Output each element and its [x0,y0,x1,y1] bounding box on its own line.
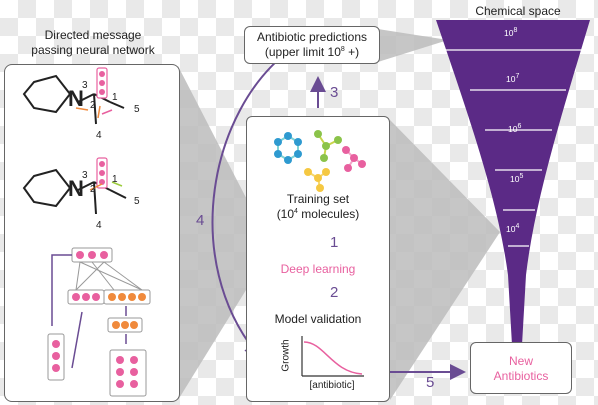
mol2-N: N [68,176,84,201]
deep-learning-label: Deep learning [280,262,356,276]
mol1-num-4: 4 [96,130,102,141]
mol1-num-3: 3 [82,80,88,91]
step-4: 4 [196,212,205,229]
step-5: 5 [426,374,435,391]
funnel-level-2: 107 [506,73,520,84]
funnel-level-5: 104 [506,223,520,234]
arrow-4 [211,49,291,359]
new-antibiotics-label: New Antibiotics [493,354,549,383]
mol2-num-3: 3 [82,170,88,181]
step-2: 2 [330,284,339,301]
dmpnn-panel [4,64,180,402]
antibiotic-axis-label: [antibiotic] [309,380,355,391]
connector-top [378,29,448,62]
step-3: 3 [330,84,339,101]
mol1-N: N [68,86,84,111]
mol2-num-1: 1 [112,174,118,185]
funnel-level-3: 106 [508,123,522,134]
chemical-space-funnel [436,20,590,345]
mol1-num-2: 2 [90,100,96,111]
mol1-num-1: 1 [112,92,118,103]
step-1: 1 [330,234,339,251]
chemical-space-title: Chemical space [475,4,561,18]
predictions-label: Antibiotic predictions (upper limit 108 … [256,30,368,59]
center-panel [246,116,390,402]
mol2-num-5: 5 [134,196,140,207]
growth-axis-label: Growth [280,339,292,372]
funnel-level-1: 108 [504,27,518,38]
connector-right [390,120,500,400]
molecule-graphics [22,67,151,397]
mol1-num-5: 5 [134,104,140,115]
connector-left [178,66,272,400]
mol2-num-4: 4 [96,220,102,231]
new-antibiotics-box [470,342,572,394]
molecules-cluster-icon [274,130,366,192]
dmpnn-title: Directed message passing neural network [31,28,155,57]
model-validation-label: Model validation [274,312,362,326]
growth-curve-plot [301,336,364,377]
growth-curve [303,341,363,375]
predictions-box [244,26,380,64]
funnel-level-4: 105 [510,173,524,184]
mol2-num-2: 2 [90,184,96,195]
training-set-label: Training set (104 molecules) [276,192,360,221]
